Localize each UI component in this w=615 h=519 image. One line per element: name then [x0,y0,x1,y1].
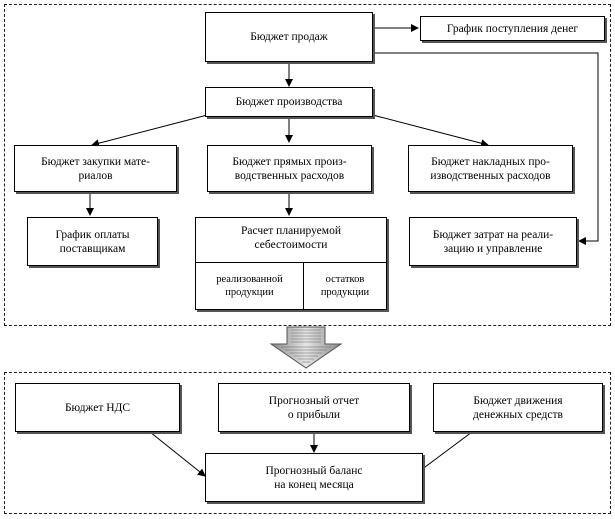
cash-receipts-schedule-box: График поступления денег [420,16,605,41]
planned-cost-sold-products: реализованной продукции [216,273,283,298]
financial-budgets-frame [4,372,611,514]
profit-forecast-label: Прогнозный отчет о прибыли [268,394,360,421]
materials-budget-box: Бюджет закупки мате- риалов [14,145,177,192]
supplier-payments-box: График оплаты поставщикам [27,217,158,266]
planned-cost-split [303,262,304,309]
direct-costs-budget-label: Бюджет прямых произ- водственных расходо… [232,155,347,182]
planned-cost-divider [196,262,386,263]
balance-forecast-box: Прогнозный баланс на конец месяца [205,453,423,502]
planned-cost-title: Расчет планируемой себестоимости [241,225,341,251]
overhead-budget-label: Бюджет накладных про- изводственных расх… [430,155,551,182]
materials-budget-label: Бюджет закупки мате- риалов [41,155,150,182]
production-budget-label: Бюджет производства [235,96,343,108]
production-budget-box: Бюджет производства [205,87,373,117]
operating-budgets-frame [4,4,611,326]
profit-forecast-box: Прогнозный отчет о прибыли [218,383,410,432]
planned-cost-remaining-products: остатков продукции [320,273,370,298]
selling-admin-budget-label: Бюджет затрат на реали- зацию и управлен… [432,228,554,255]
supplier-payments-label: График оплаты поставщикам [55,228,130,255]
planned-cost-box: Расчет планируемой себестоимости реализо… [195,217,387,310]
arrow-sales-to-selling-admin [373,52,599,245]
transition-arrow [269,326,343,369]
cash-flow-budget-box: Бюджет движения денежных средств [433,383,603,432]
cash-flow-budget-label: Бюджет движения денежных средств [473,394,563,421]
arrow-vat-to-balance [149,431,206,477]
arrow-production-to-materials [91,112,216,148]
vat-budget-box: Бюджет НДС [15,383,180,432]
arrow-production-to-overhead [364,112,489,148]
cash-receipts-schedule-label: График поступления денег [446,22,579,35]
vat-budget-label: Бюджет НДС [64,401,131,414]
overhead-budget-box: Бюджет накладных про- изводственных расх… [408,145,573,192]
sales-budget-label: Бюджет продаж [250,31,328,43]
direct-costs-budget-box: Бюджет прямых произ- водственных расходо… [207,145,372,192]
selling-admin-budget-box: Бюджет затрат на реали- зацию и управлен… [409,217,577,266]
sales-budget-box: Бюджет продаж [205,12,373,62]
balance-forecast-label: Прогнозный баланс на конец месяца [265,464,363,491]
